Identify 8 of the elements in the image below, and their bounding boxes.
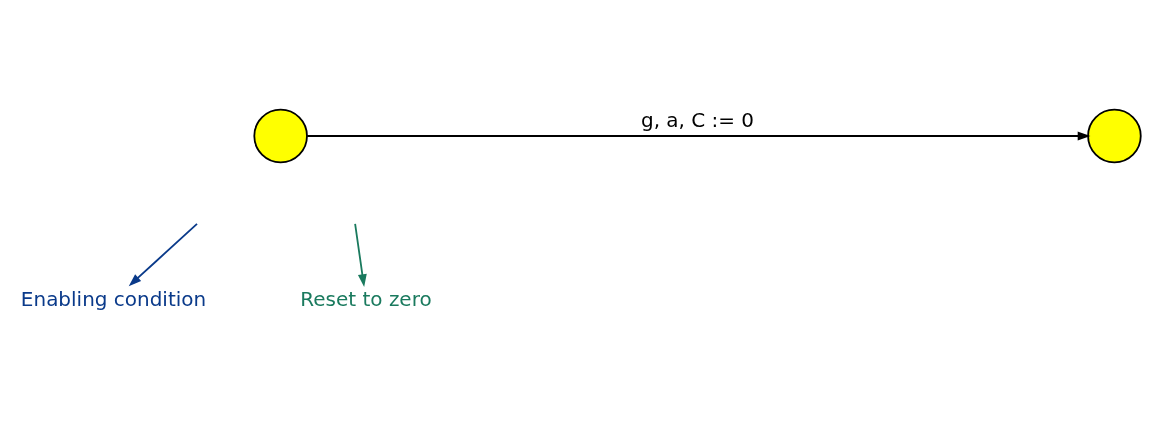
node-text: Reset to zero — [300, 287, 432, 312]
node-circle — [253, 108, 308, 164]
edge-label: g, a, C := 0 — [640, 108, 755, 133]
arrow — [354, 222, 367, 288]
arrow — [128, 222, 198, 287]
arrow — [306, 131, 1091, 141]
node-circle — [1087, 108, 1142, 164]
node-text: Enabling condition — [20, 287, 207, 312]
